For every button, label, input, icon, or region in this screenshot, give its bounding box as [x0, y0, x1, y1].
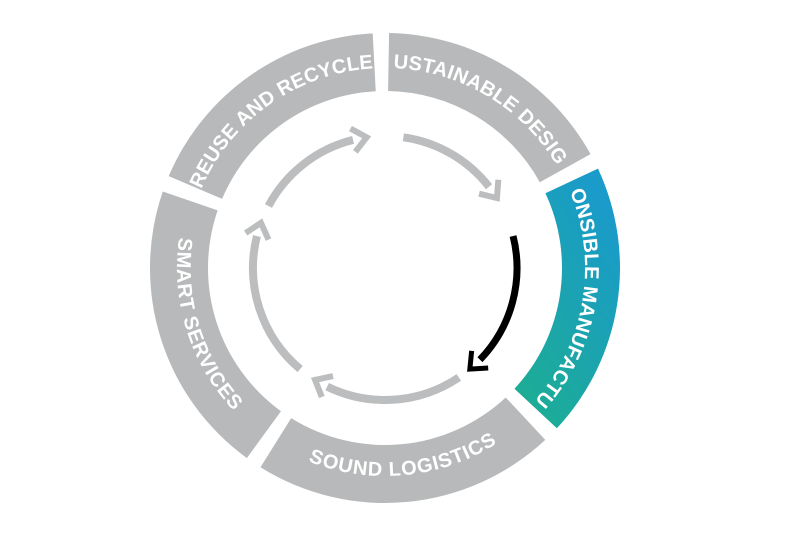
- flow-arrow: [402, 133, 502, 202]
- flow-arrow-head: [467, 350, 489, 372]
- arrows-layer: [243, 125, 521, 404]
- flow-arrow: [243, 218, 303, 373]
- segments-layer: SUSTAINABLE DESIGNRESPONSIBLE MANUFACTUR…: [149, 33, 621, 503]
- flow-arrow-shaft: [402, 133, 493, 190]
- active-flow-arrow: [467, 235, 521, 372]
- flow-arrow: [310, 373, 462, 404]
- segment-reuse-and-recycle[interactable]: [168, 33, 376, 199]
- flow-arrow-shaft: [477, 235, 521, 363]
- segment-responsible-manufacturing[interactable]: [514, 168, 621, 429]
- flow-arrow-head: [349, 125, 372, 154]
- flow-arrow-shaft: [325, 374, 462, 404]
- flow-arrow-head: [310, 373, 334, 399]
- flow-arrow-shaft: [264, 136, 355, 208]
- flow-arrow-head: [478, 179, 502, 202]
- segment-sound-logistics[interactable]: [260, 397, 546, 503]
- segment-smart-services[interactable]: [149, 191, 281, 459]
- segment-sustainable-design[interactable]: [388, 33, 591, 183]
- flow-arrow-head: [243, 218, 272, 241]
- flow-arrow-shaft: [249, 235, 303, 373]
- flow-arrow: [264, 125, 372, 208]
